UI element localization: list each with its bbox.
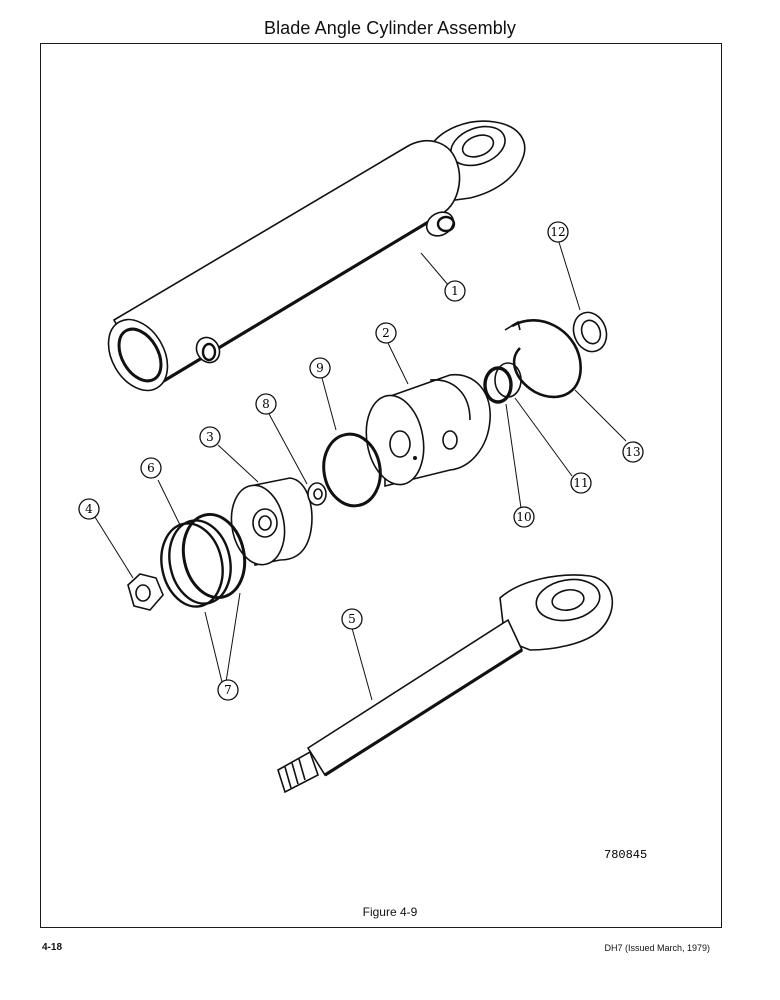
callout-circle [444,280,466,302]
callout-circle [217,679,239,701]
callout-10: 10 [513,506,535,528]
callout-circle [570,472,592,494]
callout-8: 8 [255,393,277,415]
gland [230,477,313,566]
callout-number: 11 [573,476,588,490]
callout-circle [199,426,221,448]
callout-3: 3 [199,426,221,448]
callout-number: 9 [316,361,324,375]
cylinder-barrel [107,120,526,392]
callout-number: 13 [625,445,640,459]
cap [572,311,608,353]
callout-circle [622,441,644,463]
callout-circle [78,498,100,520]
callout-6: 6 [140,457,162,479]
callout-number: 7 [224,683,232,697]
callout-number: 4 [85,502,93,516]
figure-frame [40,43,722,928]
snap-ring [504,319,582,399]
callout-circle [547,221,569,243]
nut [127,573,164,611]
callout-13: 13 [622,441,644,463]
callout-number: 6 [147,461,155,475]
callout-circle [255,393,277,415]
piston [365,374,491,488]
callout-4: 4 [78,498,100,520]
callout-circle [513,506,535,528]
page-title: Blade Angle Cylinder Assembly [263,18,517,38]
callout-number: 3 [206,430,214,444]
callout-number: 8 [262,397,270,411]
callout-number: 1 [451,284,459,298]
callout-circle [341,608,363,630]
callout-number: 12 [550,225,565,239]
callout-12: 12 [547,221,569,243]
callout-leaders [94,238,627,701]
page-number: 4-18 [42,942,63,953]
callout-number: 5 [348,612,356,626]
piston-rod [277,574,614,794]
figure-caption: Figure 4-9 [362,905,418,919]
callout-circle [375,322,397,344]
publication-info: DH7 (Issued March, 1979) [604,943,710,953]
callout-1: 1 [444,280,466,302]
callout-circle [309,357,331,379]
callout-7: 7 [217,679,239,701]
callout-9: 9 [309,357,331,379]
callout-circle [140,457,162,479]
seal-ring-stack [160,512,247,608]
callout-11: 11 [570,472,592,494]
o-ring [322,432,382,508]
callout-number: 10 [516,510,531,524]
callout-5: 5 [341,608,363,630]
wiper [307,482,327,506]
callout-number: 2 [382,326,390,340]
callout-2: 2 [375,322,397,344]
